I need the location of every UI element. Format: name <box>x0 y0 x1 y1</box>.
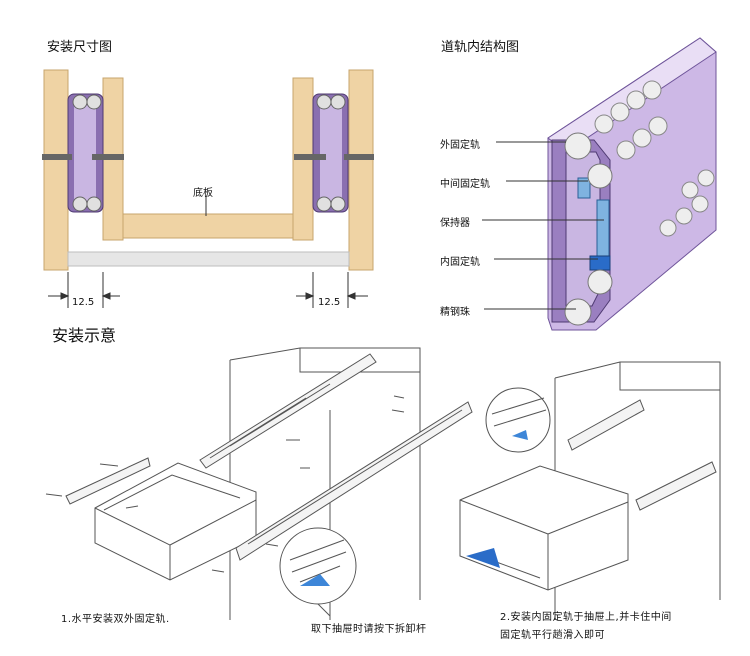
dimensions-title: 安装尺寸图 <box>47 40 113 55</box>
structure-title: 道轨内结构图 <box>441 40 520 55</box>
bottom-board <box>122 213 294 239</box>
step1-caption: 1.水平安装双外固定轨. <box>61 614 170 625</box>
left-dimension-lines <box>48 272 120 308</box>
bottom-board-label: 底板 <box>193 188 213 199</box>
base-strip <box>67 251 350 267</box>
left-rail-assembly <box>42 93 124 213</box>
install-title: 安装示意 <box>52 326 117 345</box>
right-dimension-lines <box>296 272 368 308</box>
installation-illustration <box>45 347 721 620</box>
right-cabinet-wall <box>348 69 374 271</box>
steel-ball-label: 精钢珠 <box>440 307 470 318</box>
rail-structure-drawing <box>547 37 717 331</box>
middle-rail-label: 中间固定轨 <box>440 179 490 190</box>
step2-caption-line1: 2.安装内固定轨于抽屉上,并卡住中间 <box>500 612 672 623</box>
release-note-leader <box>317 603 331 617</box>
left-gap-value: 12.5 <box>72 297 95 308</box>
release-note-caption: 取下抽屉时请按下拆卸杆 <box>311 624 427 635</box>
step2-caption-line2: 固定轨平行趟滑入即可 <box>500 630 605 641</box>
rail-clip-highlight <box>512 430 528 440</box>
right-rail-assembly <box>294 93 374 213</box>
structure-leaders <box>482 141 604 310</box>
release-lever-highlight <box>300 574 330 586</box>
inner-rail-label: 内固定轨 <box>440 257 480 268</box>
retainer-label: 保持器 <box>440 218 470 229</box>
right-gap-value: 12.5 <box>318 297 341 308</box>
insert-direction-arrow <box>466 548 500 568</box>
left-cabinet-wall <box>43 69 69 271</box>
outer-rail-label: 外固定轨 <box>440 140 480 151</box>
